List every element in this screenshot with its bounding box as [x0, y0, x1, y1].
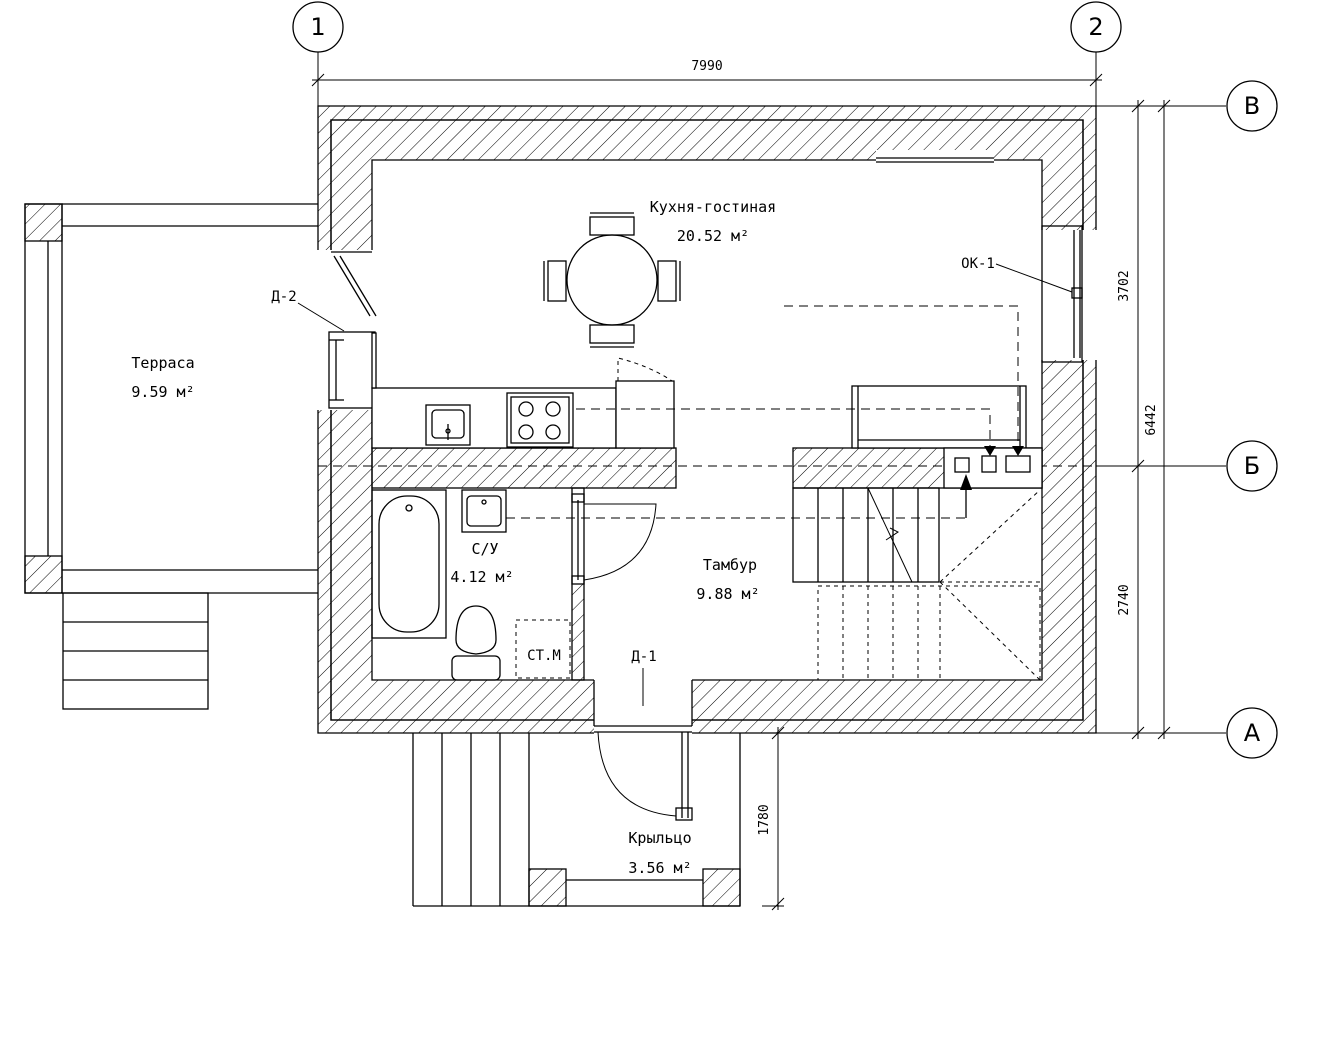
kitchen-sink-icon: [425, 404, 471, 446]
axis-label-v: В: [1244, 92, 1260, 120]
utility-lines: [506, 305, 1019, 519]
dining-table-icon: [543, 212, 681, 348]
porch-name: Крыльцо: [628, 829, 691, 847]
external-walls: [316, 105, 1097, 736]
window-1-tag: ОК-1: [961, 256, 995, 272]
porch-area: 3.56 м²: [628, 859, 691, 877]
bathroom-area: 4.12 м²: [450, 568, 513, 586]
utility-risers: [943, 446, 1043, 518]
vestibule-area: 9.88 м²: [696, 585, 759, 603]
staircase: [792, 487, 1041, 681]
toilet-icon: [451, 605, 501, 681]
kitchen-name: Кухня-гостиная: [650, 198, 776, 216]
front-door: [597, 731, 693, 821]
terrace-area: 9.59 м²: [131, 383, 194, 401]
dim-depth-lower: 2740: [1117, 584, 1132, 615]
terrace: Терраса 9.59 м²: [24, 203, 318, 710]
axis-label-2: 2: [1088, 13, 1103, 41]
vestibule: Тамбур 9.88 м²: [696, 556, 759, 603]
axis-bubble-1: 1: [292, 1, 344, 53]
staircase-lower: [817, 489, 1041, 681]
bathroom-door: [571, 493, 657, 585]
sofa-icon: [851, 385, 1027, 449]
door-2-tag: Д-2: [271, 289, 296, 305]
kitchen-furniture: Кухня-гостиная 20.52 м²: [371, 198, 1027, 449]
axis-label-a: А: [1244, 719, 1261, 747]
dim-width-total: 7990: [691, 59, 722, 74]
axis-bubble-a: А: [1226, 707, 1278, 759]
axis-label-b: Б: [1244, 452, 1260, 480]
axis-bubble-b: Б: [1226, 440, 1278, 492]
tags: Д-2 Д-1 ОК-1: [271, 256, 1073, 706]
kitchen-area: 20.52 м²: [677, 227, 749, 245]
washbasin-icon: [461, 489, 507, 533]
axis-bubble-2: 2: [1070, 1, 1122, 53]
dim-porch-depth: 1780: [757, 804, 772, 835]
bathroom: СТ.М С/У 4.12 м²: [371, 489, 571, 681]
terrace-steps: [62, 592, 209, 710]
vestibule-name: Тамбур: [703, 556, 757, 574]
bathroom-name: С/У: [471, 540, 498, 558]
axis-bubble-v: В: [1226, 80, 1278, 132]
dim-depth-upper: 3702: [1117, 270, 1132, 301]
washer-icon: СТ.М: [515, 619, 571, 679]
dim-depth-total: 6442: [1144, 404, 1159, 435]
axis-label-1: 1: [310, 13, 325, 41]
porch: Крыльцо 3.56 м²: [412, 733, 741, 907]
door-1-tag: Д-1: [631, 649, 656, 665]
washer-label: СТ.М: [527, 648, 561, 664]
stove-icon: [506, 392, 574, 448]
bathtub-icon: [371, 489, 447, 639]
terrace-name: Терраса: [131, 354, 194, 372]
